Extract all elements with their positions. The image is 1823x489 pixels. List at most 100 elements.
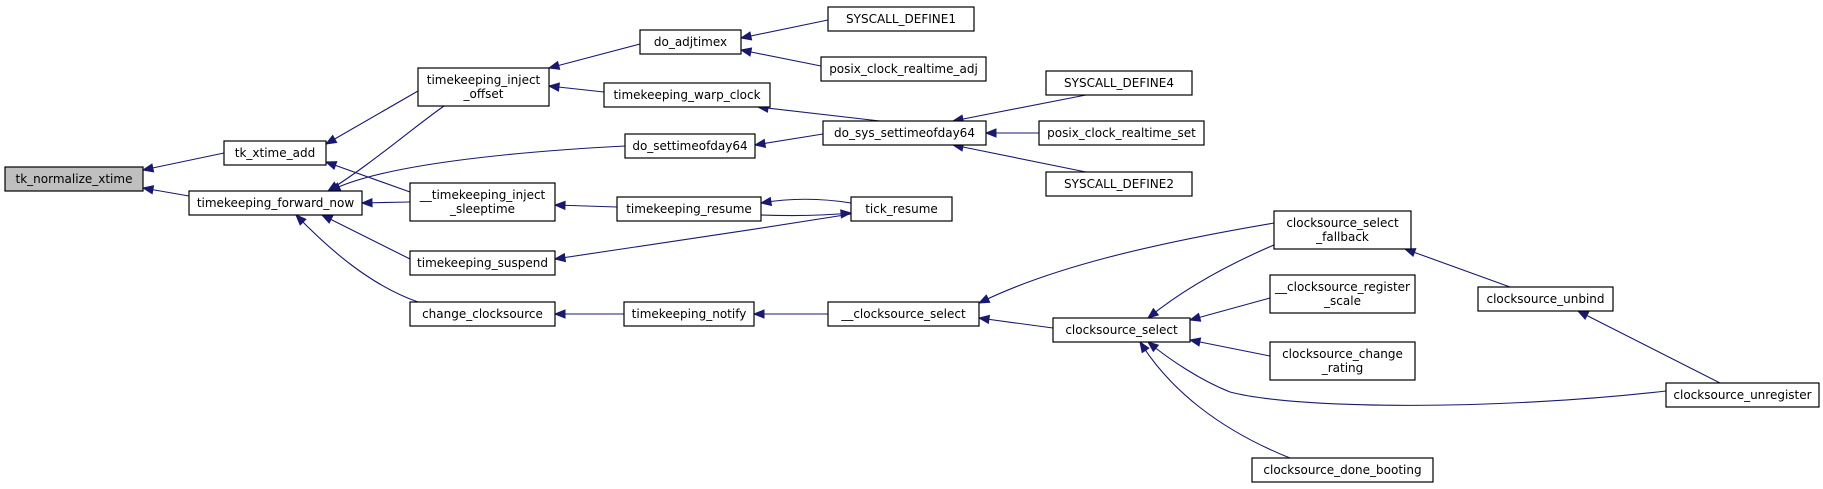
edge-do_sys_settimeofday64-to-timekeeping_warp_clock (756, 103, 881, 122)
node-clocksource-select[interactable]: clocksource_select (1052, 317, 1191, 343)
node-box (616, 196, 762, 222)
edge-line (952, 144, 1087, 173)
edge-line (548, 43, 641, 69)
node-posix-clock-realtime-adj[interactable]: posix_clock_realtime_adj (820, 56, 987, 82)
node-timekeeping-forward-now[interactable]: timekeeping_forward_now (188, 190, 363, 216)
node-do-sys-settimeofday64[interactable]: do_sys_settimeofday64 (822, 120, 987, 146)
node-label: SYSCALL_DEFINE1 (846, 12, 956, 26)
node-timekeeping-suspend[interactable]: timekeeping_suspend (409, 250, 556, 276)
node-label: _offset (463, 87, 504, 101)
node-label: clocksource_change (1282, 347, 1403, 361)
arrowhead-icon (324, 161, 338, 170)
node-box (409, 250, 556, 276)
arrowhead-icon (739, 47, 753, 57)
node-clocksource-select-fallback[interactable]: clocksource_select_fallback (1273, 210, 1412, 250)
nodes-layer: tk_normalize_xtime tk_xtime_add timekeepin… (4, 6, 1820, 483)
node-box (1269, 274, 1416, 314)
edges-layer (141, 19, 1721, 459)
arrowhead-icon (1146, 307, 1160, 319)
node-SYSCALL-DEFINE2[interactable]: SYSCALL_DEFINE2 (1045, 171, 1193, 197)
node-SYSCALL-DEFINE4[interactable]: SYSCALL_DEFINE4 (1045, 70, 1193, 96)
edge-posix_clock_realtime_set-to-do_sys_settimeofday64 (984, 128, 1039, 138)
arrowhead-icon (547, 60, 561, 70)
edge-timekeeping_warp_clock-to-timekeeping_inject_offset (547, 82, 605, 93)
node---timekeeping-inject-sleeptime[interactable]: __timekeeping_inject_sleeptime (409, 182, 556, 222)
node-label: tk_xtime_add (235, 146, 315, 160)
edge-line (1404, 248, 1511, 288)
edge-SYSCALL_DEFINE4-to-do_sys_settimeofday64 (951, 94, 1087, 124)
edge-line (740, 19, 829, 39)
edge-clocksource_done_booting-to-clocksource_select (1139, 340, 1291, 459)
node-do-adjtimex[interactable]: do_adjtimex (639, 29, 742, 55)
edge-do_adjtimex-to-timekeeping_inject_offset (547, 43, 641, 70)
node-box (850, 196, 953, 222)
arrowhead-icon (141, 163, 155, 173)
node-change-clocksource[interactable]: change_clocksource (409, 301, 556, 327)
node-label: timekeeping_forward_now (197, 196, 355, 210)
node-timekeeping-warp-clock[interactable]: timekeeping_warp_clock (603, 82, 771, 108)
node-label: do_adjtimex (654, 35, 727, 49)
node-SYSCALL-DEFINE1[interactable]: SYSCALL_DEFINE1 (827, 6, 975, 32)
node-label: clocksource_done_booting (1263, 463, 1421, 477)
node-box (1665, 382, 1820, 408)
node-box (409, 301, 556, 327)
node-box (4, 166, 144, 192)
node-box (623, 301, 755, 327)
node-box (188, 190, 363, 216)
arrowhead-icon (752, 309, 765, 319)
edge-tk_xtime_add-to-tk_normalize_xtime (141, 152, 225, 173)
node-clocksource-unregister[interactable]: clocksource_unregister (1665, 382, 1820, 408)
node-label: clocksource_unregister (1673, 388, 1811, 402)
node-clocksource-unbind[interactable]: clocksource_unbind (1477, 286, 1614, 312)
edge-line (554, 213, 852, 260)
node---clocksource-select[interactable]: __clocksource_select (827, 301, 980, 327)
node---clocksource-register-scale[interactable]: __clocksource_register_scale (1269, 274, 1416, 314)
edge-__clocksource_select-to-timekeeping_notify (752, 309, 828, 319)
node-timekeeping-resume[interactable]: timekeeping_resume (616, 196, 762, 222)
edge-timekeeping_suspend-to-timekeeping_forward_now (320, 214, 411, 260)
edge-line (321, 214, 411, 260)
node-clocksource-change-rating[interactable]: clocksource_change_rating (1269, 341, 1416, 381)
node-label: timekeeping_suspend (417, 256, 548, 270)
arrowhead-icon (977, 314, 991, 325)
node-box (1052, 317, 1191, 343)
node-box (1045, 171, 1193, 197)
edge-tick_resume-to-timekeeping_suspend (553, 213, 852, 263)
node-box (409, 182, 556, 222)
node-box (1045, 70, 1193, 96)
edge-clocksource_change_rating-to-clocksource_select (1188, 337, 1271, 357)
edge-line (142, 152, 225, 171)
node-box (1273, 210, 1412, 250)
arrowhead-icon (360, 198, 373, 208)
arrowhead-icon (1146, 341, 1160, 353)
arrowhead-icon (320, 214, 334, 224)
node-clocksource-done-booting[interactable]: clocksource_done_booting (1251, 457, 1434, 483)
node-timekeeping-notify[interactable]: timekeeping_notify (623, 301, 755, 327)
node-box (1251, 457, 1434, 483)
arrowhead-icon (1403, 248, 1417, 258)
node-label: posix_clock_realtime_adj (829, 62, 978, 76)
edge-SYSCALL_DEFINE2-to-do_sys_settimeofday64 (951, 142, 1087, 173)
edge-clocksource_select-to-__clocksource_select (977, 314, 1054, 329)
arrowhead-icon (553, 200, 566, 211)
node-tk-xtime-add[interactable]: tk_xtime_add (223, 140, 327, 166)
node-do-settimeofday64[interactable]: do_settimeofday64 (624, 133, 756, 159)
edge-timekeeping_resume-to-tick_resume (760, 209, 853, 219)
edge-posix_clock_realtime_adj-to-do_adjtimex (739, 47, 822, 67)
node-box (822, 120, 987, 146)
node-label: SYSCALL_DEFINE2 (1064, 177, 1174, 191)
node-tk-normalize-xtime[interactable]: tk_normalize_xtime (4, 166, 144, 192)
arrowhead-icon (324, 134, 338, 145)
edge-line (760, 198, 852, 204)
edge-clocksource_unbind-to-clocksource_select_fallback (1403, 248, 1511, 288)
edge-line (1189, 297, 1271, 321)
node-tick-resume[interactable]: tick_resume (850, 196, 953, 222)
edge-clocksource_select_fallback-to-clocksource_select (1146, 244, 1275, 319)
arrowhead-icon (1576, 310, 1590, 320)
node-timekeeping-inject-offset[interactable]: timekeeping_inject_offset (417, 67, 550, 107)
arrowhead-icon (984, 128, 997, 138)
edge-timekeeping_resume-to-__timekeeping_inject_sleeptime (553, 200, 618, 211)
edge-tick_resume-to-timekeeping_resume (759, 196, 852, 207)
node-posix-clock-realtime-set[interactable]: posix_clock_realtime_set (1038, 120, 1205, 146)
